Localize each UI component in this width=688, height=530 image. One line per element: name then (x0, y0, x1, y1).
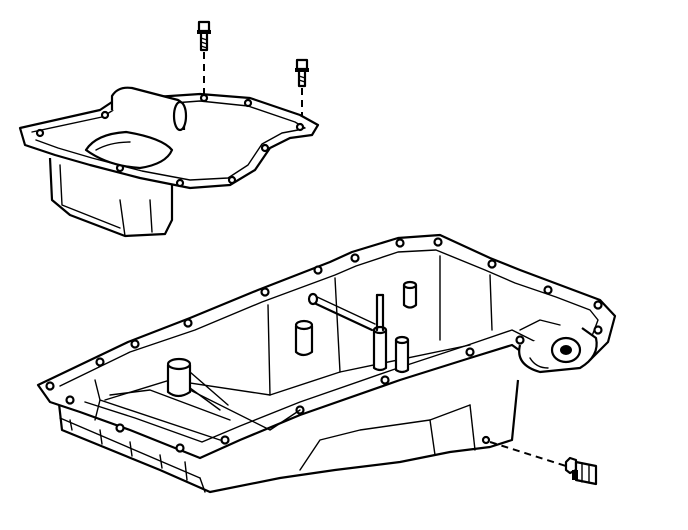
bolt-a-icon (197, 20, 211, 52)
bolt-b-icon (295, 58, 309, 88)
drain-plug-icon (564, 456, 598, 486)
upper-pan (18, 86, 320, 238)
drain-plug-guide-line (489, 441, 567, 467)
lower-pan (36, 233, 617, 494)
